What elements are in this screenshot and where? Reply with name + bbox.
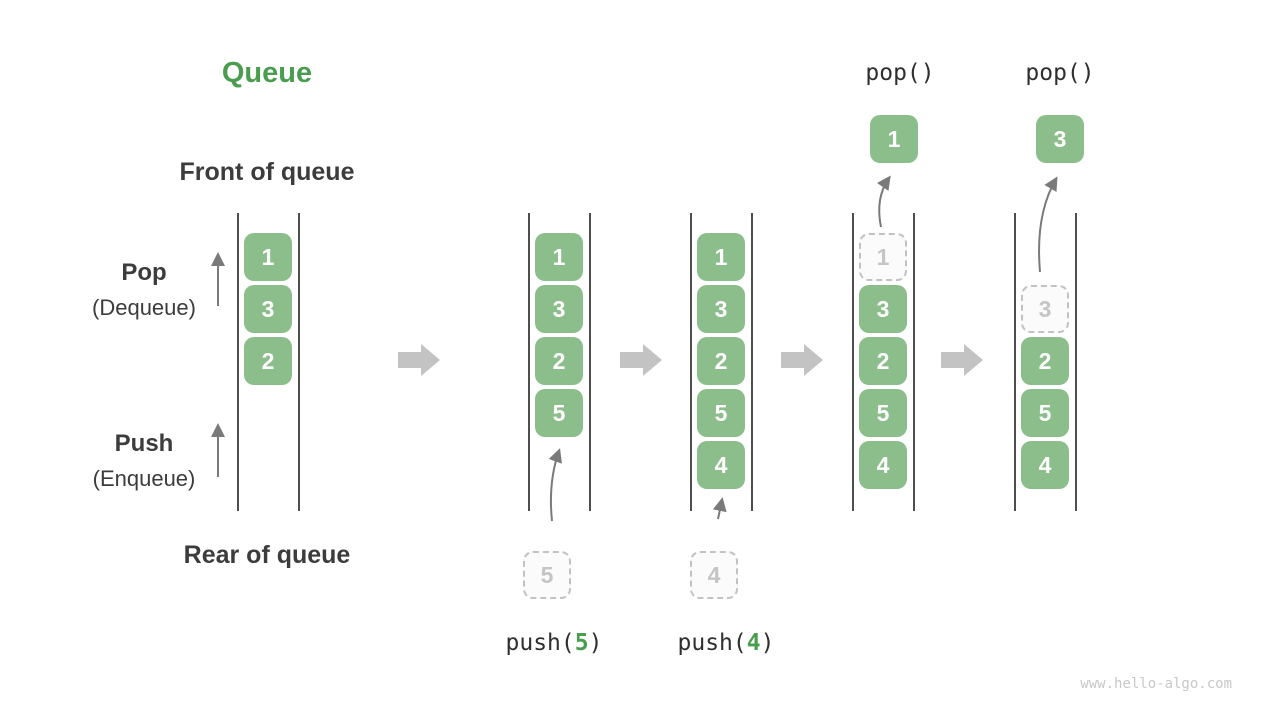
dequeue-label: (Dequeue): [92, 295, 196, 320]
queue-1-cell-1: 1: [244, 233, 292, 281]
queue-5-cell-4: 4: [1021, 441, 1069, 489]
queue-5-wall-left: [1014, 213, 1016, 511]
queue-3-cell-2: 2: [697, 337, 745, 385]
queue-1-cell-2: 2: [244, 337, 292, 385]
queue-1-wall-right: [298, 213, 300, 511]
push-arg-5: 5: [574, 630, 589, 656]
push-5-arrow-icon: [548, 448, 562, 522]
queue-5-cell-5: 5: [1021, 389, 1069, 437]
queue-2-wall-left: [528, 213, 530, 511]
queue-3-cell-3: 3: [697, 285, 745, 333]
queue-2-cell-5: 5: [535, 389, 583, 437]
step-arrow-icon: [620, 344, 662, 376]
queue-5-wall-right: [1075, 213, 1077, 511]
queue-4-cell-2: 2: [859, 337, 907, 385]
diagram-title: Queue: [221, 57, 313, 89]
queue-4-cell-3: 3: [859, 285, 907, 333]
queue-4-cell-1-ghost: 1: [859, 233, 907, 281]
queue-5-cell-2: 2: [1021, 337, 1069, 385]
queue-2-cell-3: 3: [535, 285, 583, 333]
queue-2-cell-2: 2: [535, 337, 583, 385]
push-4-arrow-icon: [712, 497, 727, 520]
queue-1-cell-3: 3: [244, 285, 292, 333]
pop-call-label-2: pop(): [1025, 60, 1095, 86]
pop-call-label-1: pop(): [865, 60, 935, 86]
queue-2-wall-right: [589, 213, 591, 511]
push-fn-text: push(: [505, 630, 575, 656]
popped-element-3: 3: [1036, 115, 1084, 163]
push-fn-text: push(: [677, 630, 747, 656]
front-of-queue-label: Front of queue: [179, 158, 355, 186]
staged-element-4: 4: [690, 551, 738, 599]
push-call-label-5: push(5): [499, 630, 609, 656]
push-call-label-4: push(4): [671, 630, 781, 656]
queue-2-cell-1: 1: [535, 233, 583, 281]
step-arrow-icon: [781, 344, 823, 376]
enqueue-label: (Enqueue): [92, 466, 196, 491]
queue-3-cell-5: 5: [697, 389, 745, 437]
popped-element-1: 1: [870, 115, 918, 163]
push-close-text: ): [760, 630, 775, 656]
step-arrow-icon: [398, 344, 440, 376]
watermark: www.hello-algo.com: [1080, 676, 1232, 692]
push-close-text: ): [588, 630, 603, 656]
queue-3-wall-right: [751, 213, 753, 511]
queue-4-cell-4: 4: [859, 441, 907, 489]
queue-3-cell-1: 1: [697, 233, 745, 281]
queue-3-wall-left: [690, 213, 692, 511]
rear-of-queue-label: Rear of queue: [183, 541, 351, 569]
push-label: Push: [114, 430, 174, 457]
staged-element-5: 5: [523, 551, 571, 599]
queue-3-cell-4: 4: [697, 441, 745, 489]
queue-4-wall-left: [852, 213, 854, 511]
queue-5-cell-3-ghost: 3: [1021, 285, 1069, 333]
queue-4-cell-5: 5: [859, 389, 907, 437]
step-arrow-icon: [941, 344, 983, 376]
queue-4-wall-right: [913, 213, 915, 511]
pop-1-arrow-icon: [876, 175, 891, 228]
queue-1-wall-left: [237, 213, 239, 511]
push-arg-4: 4: [746, 630, 761, 656]
pop-label: Pop: [121, 259, 167, 286]
pop-3-arrow-icon: [1038, 176, 1058, 273]
